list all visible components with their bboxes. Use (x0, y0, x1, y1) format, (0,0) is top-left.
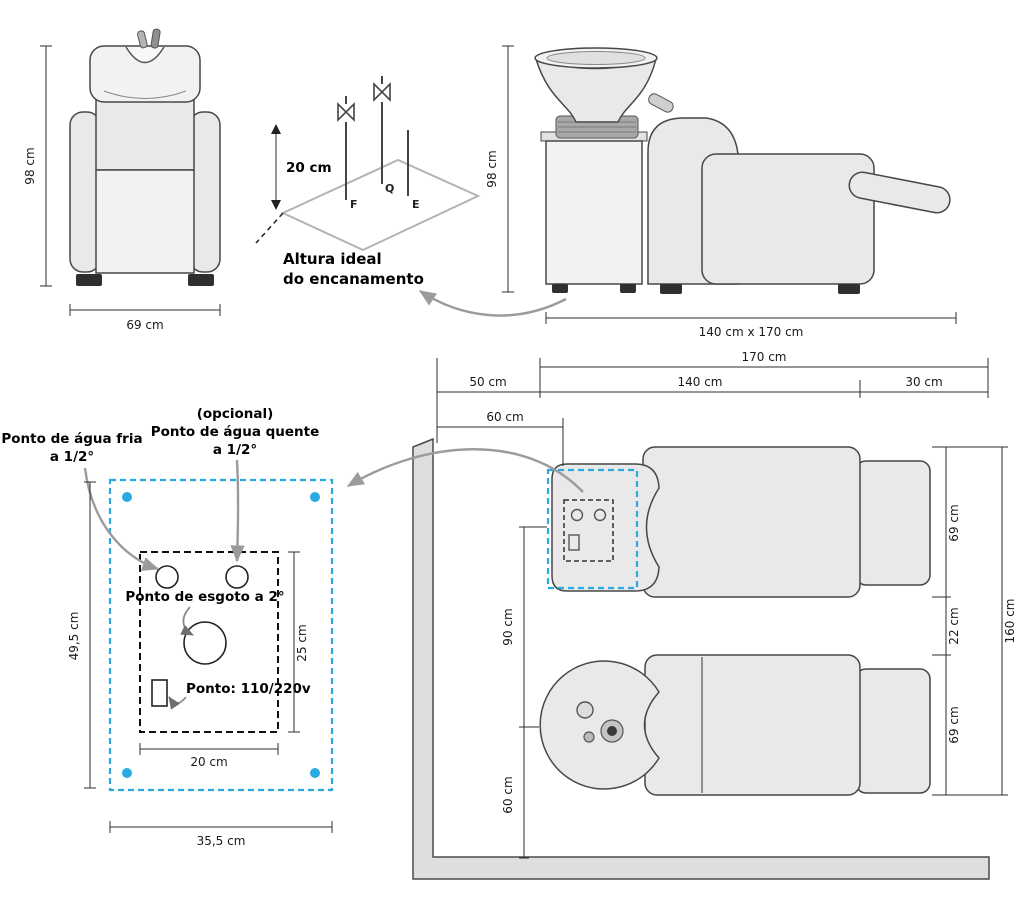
corner-dot-bottom-right (310, 768, 320, 778)
unit-top-cold-point (570, 508, 584, 522)
unit-top-install-inner (563, 499, 614, 562)
hot-water-label-line2: Ponto de água quente (151, 424, 320, 440)
cold-water-label-line2: a 1/2° (50, 449, 94, 465)
side-basin-inner (546, 51, 646, 65)
detail-inner-height-dim-label: 25 cm (295, 624, 309, 661)
plan-unit-bottom (539, 654, 931, 796)
detail-inner-width-dim-label: 20 cm (190, 755, 227, 769)
corner-dot-bottom-left (122, 768, 132, 778)
plumbing-dashed-corner (255, 212, 284, 244)
plumbing-dim-arrow-down (271, 200, 281, 210)
plumbing-dim-label: 20 cm (286, 160, 332, 176)
point-q-label: Q (385, 182, 394, 195)
detail-width-dim-label: 35,5 cm (197, 834, 246, 848)
front-lever-2 (150, 28, 161, 49)
front-seat (95, 169, 195, 274)
front-view: 98 cm 69 cm (23, 28, 221, 332)
power-label: Ponto: 110/220v (186, 681, 311, 697)
front-neck-notch (125, 46, 165, 64)
cold-water-leader-arrow (83, 467, 160, 571)
unit-top-basin (551, 463, 660, 592)
cold-water-point (155, 565, 179, 589)
plan-dim-30-label: 30 cm (905, 375, 942, 389)
side-seat (701, 153, 875, 285)
cold-water-label-line1: Ponto de água fria (1, 431, 142, 447)
corner-dot-top-right (310, 492, 320, 502)
plan-dim-69-top-label: 69 cm (947, 504, 961, 541)
side-view: 98 cm 140 cm x 170 cm (485, 45, 957, 339)
unit-top-body (642, 446, 861, 598)
hot-water-leader-arrow (230, 459, 245, 563)
front-width-dim-label: 69 cm (126, 318, 163, 332)
drain-label: Ponto de esgoto a 2° (125, 589, 284, 605)
side-chair-foot-left (660, 284, 682, 294)
plan-dim-50-label: 50 cm (469, 375, 506, 389)
plan-dim-140-label: 140 cm (677, 375, 722, 389)
plan-dim-160-label: 160 cm (1003, 598, 1017, 643)
corner-dot-top-left (122, 492, 132, 502)
valve-cold-icon (337, 102, 355, 122)
front-height-dim-label: 98 cm (23, 147, 37, 184)
drain-leader-arrow (180, 606, 194, 636)
front-foot-left (76, 274, 102, 286)
hot-water-label-line1: (opcional) (197, 406, 274, 422)
side-headrest-lever (648, 93, 674, 113)
side-footprint-dim-label: 140 cm x 170 cm (699, 325, 804, 339)
plumbing-dim-arrow-up (271, 124, 281, 134)
front-backrest (95, 95, 195, 171)
unit-bottom-body (644, 654, 861, 796)
install-area-outline (108, 478, 334, 792)
unit-bottom-footrest (855, 668, 931, 794)
drain-point (183, 621, 227, 665)
plan-dim-60-label: 60 cm (486, 410, 523, 424)
wall (412, 437, 990, 880)
side-cabinet-foot-right (620, 284, 636, 293)
plan-dim-22-label: 22 cm (947, 607, 961, 644)
plan-unit-top (546, 446, 931, 598)
unit-top-footrest (855, 460, 931, 586)
unit-top-install-area (546, 468, 639, 590)
unit-bottom-faucet (576, 701, 594, 719)
point-f-label: F (350, 198, 358, 211)
plumbing-caption-line2: do encanamento (283, 270, 424, 288)
detail-pointer-arrow (346, 448, 584, 493)
side-cabinet-foot-left (552, 284, 568, 293)
plan-dim-90-label: 90 cm (501, 608, 515, 645)
power-leader-arrow (168, 696, 187, 710)
plumbing-pointer-arrow (418, 289, 567, 317)
side-height-dim-label: 98 cm (485, 150, 499, 187)
plan-dim-60-bottom-label: 60 cm (501, 776, 515, 813)
valve-hot-icon (373, 82, 391, 102)
front-foot-right (188, 274, 214, 286)
plan-view: 170 cm 50 cm 140 cm 30 cm 60 cm 69 cm 22… (346, 350, 1017, 880)
plumbing-plane (280, 158, 481, 252)
front-lever-1 (137, 30, 148, 49)
side-legrest (848, 171, 951, 214)
hot-water-point (225, 565, 249, 589)
side-cabinet (545, 140, 643, 285)
plumbing-caption-line1: Altura ideal (283, 250, 382, 268)
unit-bottom-basin (539, 660, 660, 790)
plumbing-detail: 20 cm F Q E Altura ideal do encanamento (255, 76, 567, 317)
plan-dim-170-label: 170 cm (741, 350, 786, 364)
unit-top-power-point (568, 534, 580, 551)
power-point (151, 679, 168, 707)
point-e-label: E (412, 198, 420, 211)
hot-water-label-line3: a 1/2° (213, 442, 257, 458)
unit-top-hot-point (593, 508, 607, 522)
side-chair-foot-right (838, 284, 860, 294)
install-detail: Ponto de água fria a 1/2° (opcional) Pon… (1, 406, 334, 848)
unit-bottom-knob (583, 731, 595, 743)
install-inner-outline (139, 551, 279, 733)
plan-dim-69-bottom-label: 69 cm (947, 706, 961, 743)
front-basin-curve (103, 90, 187, 99)
unit-bottom-drain-hole (607, 726, 617, 736)
detail-height-dim-label: 49,5 cm (67, 612, 81, 661)
